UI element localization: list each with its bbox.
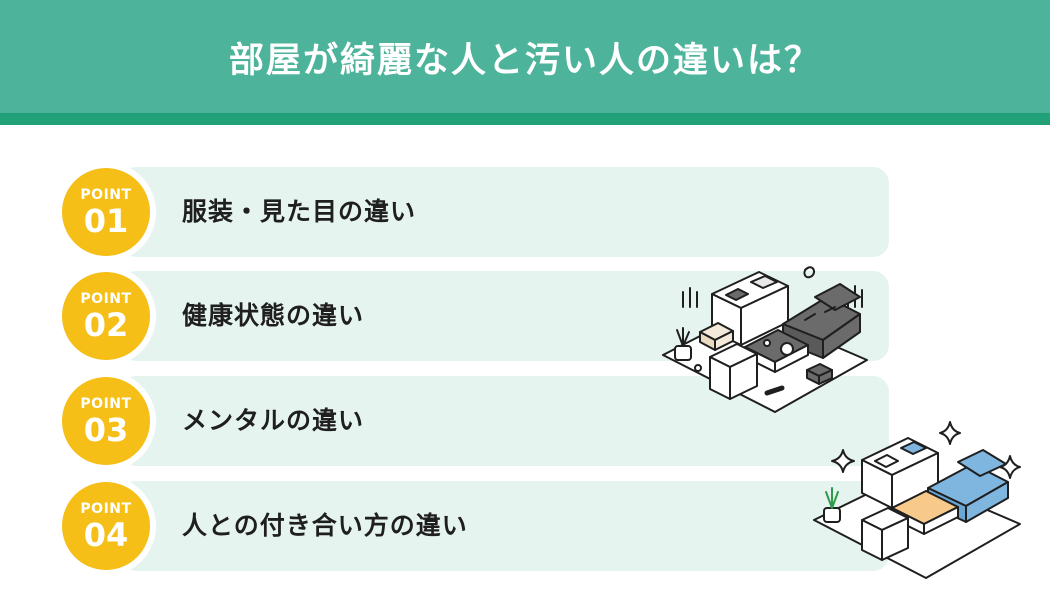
point-badge-label: POINT (80, 395, 132, 412)
messy-room-illustration-icon (662, 266, 868, 413)
point-text: 人との付き合い方の違い (182, 511, 468, 540)
point-badge-number: 04 (83, 515, 129, 554)
point-text: メンタルの違い (182, 406, 365, 435)
point-badge: POINT 01 (62, 168, 150, 256)
point-badge-label: POINT (80, 186, 132, 203)
point-badge-number: 01 (83, 201, 129, 240)
point-text: 服装・見た目の違い (182, 197, 417, 226)
point-text: 健康状態の違い (182, 301, 365, 330)
clean-room-illustration-icon (813, 421, 1021, 579)
page-title: 部屋が綺麗な人と汚い人の違いは？ (228, 41, 821, 81)
point-badge: POINT 02 (62, 272, 150, 360)
point-badge-number: 03 (83, 410, 129, 449)
point-badge-label: POINT (80, 290, 132, 307)
point-badge: POINT 04 (62, 482, 150, 570)
point-badge-label: POINT (80, 500, 132, 517)
point-item-1: POINT 01 服装・見た目の違い (62, 167, 889, 257)
point-row-background (120, 481, 889, 571)
point-badge: POINT 03 (62, 377, 150, 465)
point-row-background (120, 167, 889, 257)
point-item-4: POINT 04 人との付き合い方の違い (62, 481, 889, 571)
header-banner: 部屋が綺麗な人と汚い人の違いは？ (0, 0, 1050, 113)
header-stripe (0, 113, 1050, 125)
point-badge-number: 02 (83, 305, 129, 344)
